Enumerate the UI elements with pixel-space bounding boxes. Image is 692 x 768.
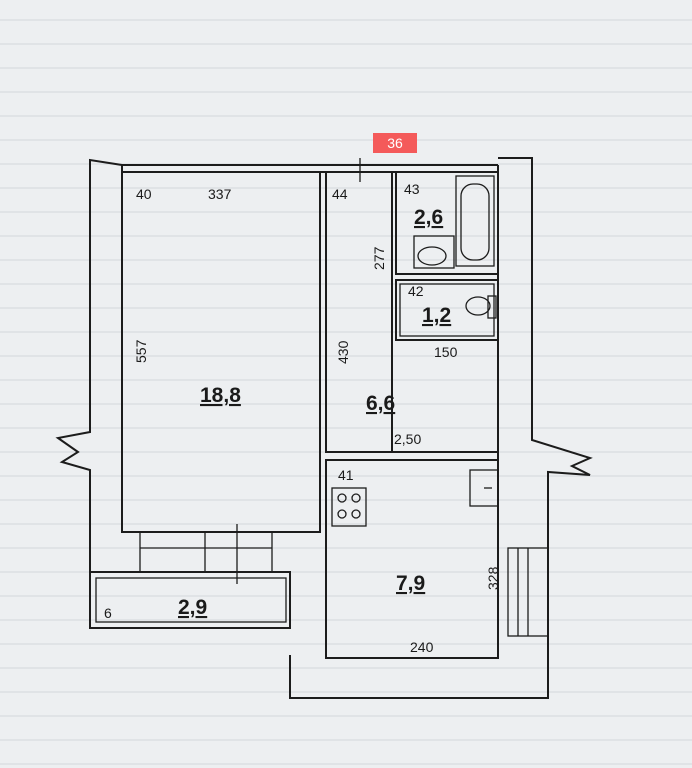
kitchen-width: 240: [410, 639, 434, 655]
kitchen: 41 328 240 7,9: [325, 459, 501, 659]
balcony: 6 2,9: [89, 524, 291, 629]
wc-area: 1,2: [422, 304, 451, 327]
hall-area: 6,6: [366, 392, 395, 415]
living-room-height: 557: [133, 339, 149, 363]
living-room-number: 40: [136, 186, 152, 202]
bathroom-number: 43: [404, 181, 420, 197]
bathroom-area: 2,6: [414, 206, 443, 229]
hall-height: 430: [335, 340, 351, 364]
stamp-badge: 36: [373, 133, 417, 153]
living-room: 40 337 557 18,8: [121, 171, 321, 533]
wc-number: 42: [408, 283, 424, 299]
bathroom: 43 277 2,6: [371, 171, 499, 275]
wc-width: 150: [434, 344, 458, 360]
kitchen-area: 7,9: [396, 572, 425, 595]
wc: 42 1,2 150: [395, 279, 499, 360]
kitchen-height: 328: [485, 566, 501, 590]
kitchen-number: 41: [338, 467, 354, 483]
balcony-number: 6: [104, 605, 112, 621]
hall-number: 44: [332, 186, 348, 202]
living-room-area: 18,8: [200, 384, 241, 407]
living-room-width: 337: [208, 186, 232, 202]
balcony-area: 2,9: [178, 596, 207, 619]
hall-width: 2,50: [394, 431, 421, 447]
bathroom-height: 277: [371, 246, 387, 270]
stamp-text: 36: [387, 135, 403, 151]
